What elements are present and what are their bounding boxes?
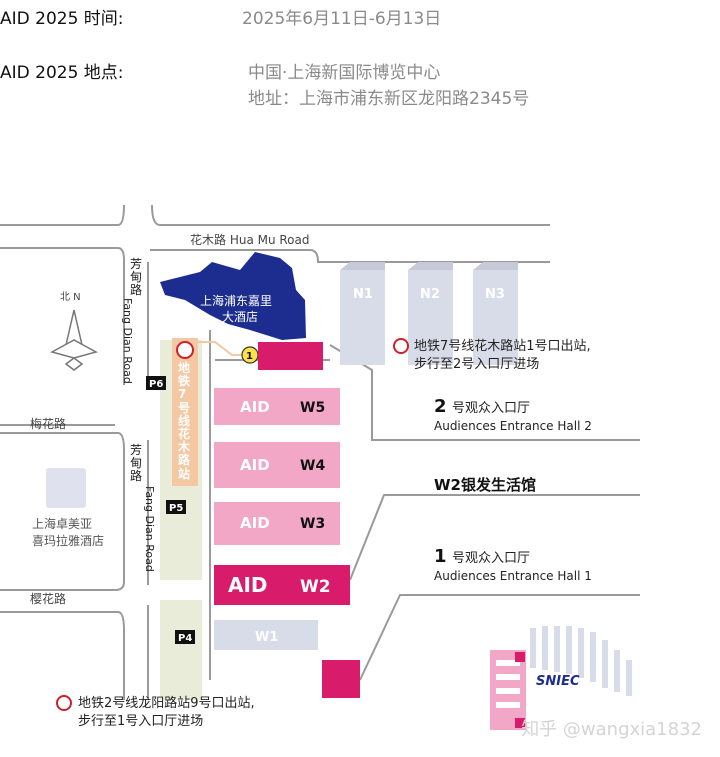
hall1-number: 1: [434, 546, 447, 567]
hall-w3[interactable]: [214, 502, 340, 545]
metro7-station-band: [172, 338, 198, 486]
road-fangdian-mid-en: Fang Dian Road: [143, 486, 156, 572]
hall1-cn: 号观众入口厅: [452, 551, 531, 566]
hall-n1[interactable]: [340, 270, 385, 365]
parking-p4[interactable]: [175, 630, 195, 644]
w2-title: W2银发生活馆: [434, 476, 536, 494]
road-huamu: 花木路 Hua Mu Road: [190, 232, 310, 247]
parking-p4-label: P4: [178, 633, 192, 644]
hall-w1[interactable]: [214, 620, 318, 650]
hall-w3-brand: AID: [240, 514, 270, 532]
hall-w5-brand: AID: [240, 398, 270, 416]
hotel-jumeirah[interactable]: [46, 468, 86, 508]
parking-p6[interactable]: [146, 376, 166, 390]
time-label: AID 2025 时间:: [0, 9, 124, 29]
hall-w1-label: W1: [255, 630, 278, 645]
sniec-building: [490, 626, 632, 730]
hotel-kerry-line2: 大酒店: [222, 310, 258, 324]
hall1-en: Audiences Entrance Hall 1: [434, 569, 592, 583]
metro-logo-icon: [176, 341, 194, 359]
parking-badges: [146, 376, 195, 644]
sniec-label: SNIEC: [536, 674, 580, 689]
road-meihua: 梅花路: [30, 416, 66, 431]
hotel-kerry[interactable]: [160, 252, 306, 340]
parking-p6-label: P6: [149, 379, 163, 390]
hall-w3-label: W3: [300, 516, 325, 532]
hall-n2-label: N2: [420, 287, 440, 302]
road-yinghua: 樱花路: [30, 591, 66, 606]
hall-w4[interactable]: [214, 442, 340, 488]
metro2-note-line2: 步行至1号入口厅进场: [78, 714, 204, 729]
metro-logo-icon: [393, 338, 409, 354]
hotel-kerry-line1: 上海浦东嘉里: [200, 293, 272, 308]
west-halls: [214, 388, 350, 650]
entrance-hall-2[interactable]: [258, 342, 323, 370]
hall-n3-label: N3: [485, 287, 505, 302]
hall-w4-brand: AID: [240, 456, 270, 474]
hall-w2[interactable]: [214, 565, 350, 605]
hall2-cn: 号观众入口厅: [452, 401, 531, 416]
hall-w2-label: W2: [300, 577, 331, 597]
north-arrow-icon: [50, 309, 98, 371]
hotel-jumeirah-line1: 上海卓美亚: [32, 517, 93, 531]
hall-w5-label: W5: [300, 400, 325, 416]
entrance-hall-1[interactable]: [322, 660, 360, 698]
place-value: 中国·上海新国际博览中心: [248, 63, 441, 83]
green-strip-bottom: [160, 600, 202, 700]
hall2-en: Audiences Entrance Hall 2: [434, 419, 592, 433]
hall-n3[interactable]: [473, 270, 518, 365]
place-label: AID 2025 地点:: [0, 63, 124, 83]
parking-p5-label: P5: [169, 503, 183, 514]
hall-w5[interactable]: [214, 388, 340, 425]
hotel-jumeirah-line2: 喜玛拉雅酒店: [32, 534, 105, 548]
metro7-note-line1: 地铁7号线花木路站1号口出站,: [414, 339, 591, 354]
metro2-note-line1: 地铁2号线龙阳路站9号口出站,: [78, 696, 255, 711]
hall2-number: 2: [434, 396, 447, 417]
hall-w2-brand: AID: [228, 573, 268, 597]
metro7-vertical-label: 地铁7号线花木路站: [178, 361, 191, 481]
entrance-marker-label: 1: [246, 351, 253, 362]
north-halls: [340, 262, 518, 365]
road-fangdian-mid-cn: 芳甸路: [130, 443, 143, 484]
hall-n2[interactable]: [408, 270, 453, 365]
metro-logo-icon: [56, 695, 72, 711]
hall-w4-label: W4: [300, 458, 325, 474]
north-label: 北 N: [60, 291, 81, 303]
road-lines: [0, 204, 640, 700]
road-fangdian-top-en: Fang Dian Road: [121, 298, 134, 384]
time-value: 2025年6月11日-6月13日: [242, 9, 442, 29]
road-fangdian-top-cn: 芳甸路: [130, 257, 143, 298]
watermark: 知乎 @wangxia1832: [521, 719, 702, 740]
address-value: 地址：上海市浦东新区龙阳路2345号: [248, 89, 530, 109]
parking-p5[interactable]: [166, 500, 186, 514]
hall-n1-label: N1: [353, 287, 373, 302]
metro7-note-line2: 步行至2号入口厅进场: [414, 357, 540, 372]
